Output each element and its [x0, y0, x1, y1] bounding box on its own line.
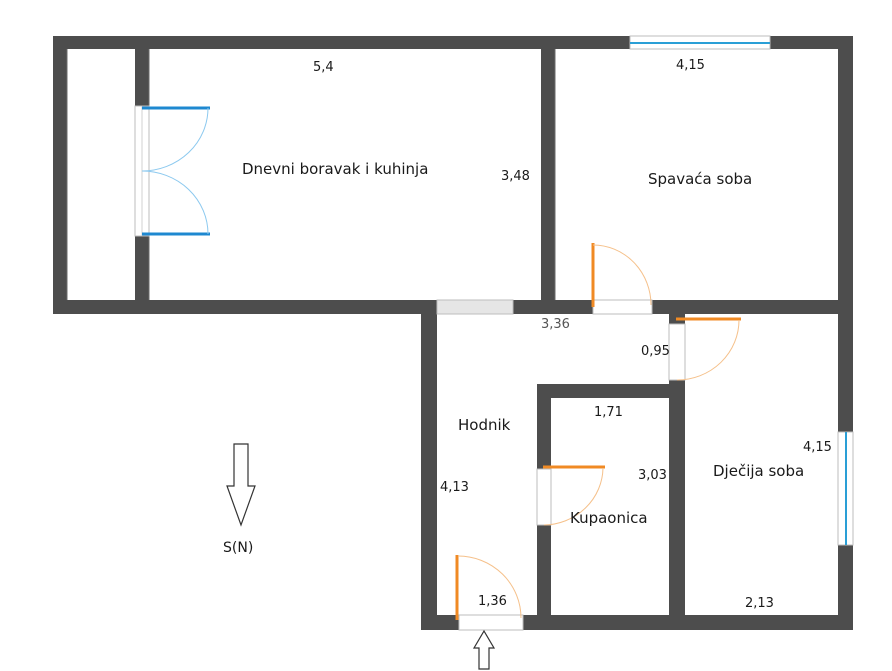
dim-entry-width: 1,36	[478, 594, 507, 609]
windows	[436, 35, 854, 546]
wall-bath-left-upper	[537, 384, 551, 469]
wall-bedroom-bottom-b	[652, 300, 853, 314]
wall-kids-right-upper	[838, 314, 853, 432]
entrance-door	[455, 555, 524, 631]
wall-balcony-upper	[135, 36, 149, 106]
bedroom-door	[591, 243, 653, 315]
room-label-bedroom: Spavaća soba	[648, 170, 753, 188]
room-label-kids: Dječija soba	[713, 462, 805, 480]
wall-bedroom-right	[838, 36, 853, 314]
wall-hall-left	[421, 300, 437, 630]
wall-bath-left-lower	[537, 525, 551, 630]
dim-kids-length: 4,15	[803, 440, 832, 455]
dim-kids-width: 2,13	[745, 596, 774, 611]
wall-bath-kids	[669, 380, 685, 630]
wall-living-bedroom	[541, 36, 555, 314]
wall-bottom-a	[421, 615, 459, 630]
dim-bath-length: 3,03	[638, 468, 667, 483]
dim-bedroom-width: 4,15	[676, 58, 705, 73]
walls	[53, 36, 853, 630]
orientation-label: S(N)	[223, 540, 254, 556]
wall-bath-top	[537, 384, 685, 398]
wall-living-bottom	[53, 300, 437, 314]
wall-kids-right-lower	[838, 545, 853, 630]
balcony-door	[134, 105, 210, 237]
dim-hall-width: 3,36	[541, 317, 570, 332]
room-label-hallway: Hodnik	[458, 416, 511, 434]
wall-bedroom-bottom-a	[513, 300, 593, 314]
kids-door	[668, 317, 741, 381]
wall-left	[53, 36, 67, 314]
wall-bottom-b	[523, 615, 853, 630]
dim-hall-gap: 0,95	[641, 344, 670, 359]
room-label-bathroom: Kupaonica	[570, 509, 648, 527]
entrance-arrow-icon	[472, 629, 496, 670]
wall-balcony-lower	[135, 236, 149, 314]
dim-living-depth: 3,48	[501, 169, 530, 184]
dim-bath-width: 1,71	[594, 405, 623, 420]
room-label-living: Dnevni boravak i kuhinja	[242, 160, 429, 178]
orientation-arrow-icon	[226, 443, 256, 527]
bathroom-door	[536, 465, 605, 526]
window-hall	[436, 299, 514, 315]
dim-living-width: 5,4	[313, 60, 334, 75]
dim-hall-length: 4,13	[440, 480, 469, 495]
wall-seams	[66, 49, 556, 300]
